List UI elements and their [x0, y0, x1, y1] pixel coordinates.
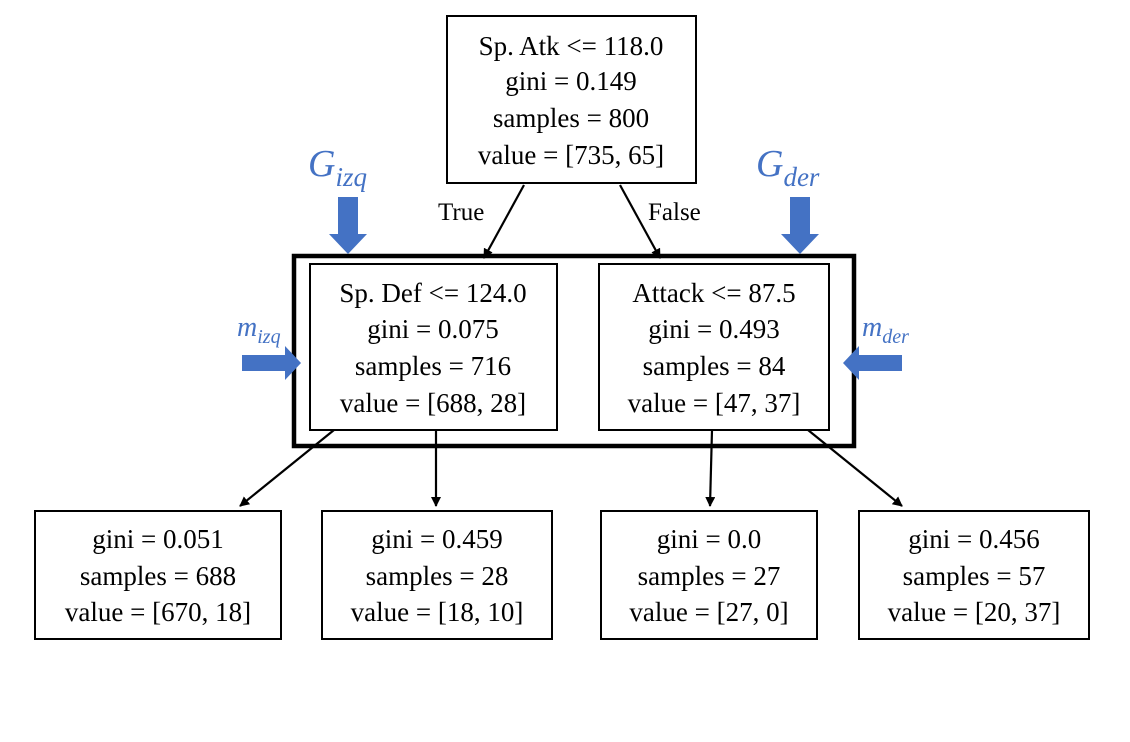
node-right-line-2: gini = 0.493 [648, 314, 779, 344]
node-lr-line-1: gini = 0.459 [371, 524, 502, 554]
node-rl-line-2: samples = 27 [638, 561, 781, 591]
node-left-left: gini = 0.051 samples = 688 value = [670,… [34, 510, 282, 640]
edge-label-true: True [438, 199, 484, 226]
node-left-line-2: gini = 0.075 [367, 314, 498, 344]
edges [239, 184, 903, 507]
node-root-line-1: Sp. Atk <= 118.0 [479, 31, 664, 61]
edge-right-rl [705, 429, 716, 507]
node-left-right: gini = 0.459 samples = 28 value = [18, 1… [321, 510, 553, 640]
annotation-m-der: mder [862, 312, 909, 348]
annotation-g-der: Gder [756, 143, 820, 192]
edge-root-right [619, 184, 661, 259]
node-root-line-4: value = [735, 65] [478, 140, 664, 170]
node-left: Sp. Def <= 124.0 gini = 0.075 samples = … [309, 263, 558, 431]
node-root-line-3: samples = 800 [493, 103, 649, 133]
node-rr-line-2: samples = 57 [903, 561, 1046, 591]
node-root: Sp. Atk <= 118.0 gini = 0.149 samples = … [446, 15, 697, 184]
node-ll-line-2: samples = 688 [80, 561, 236, 591]
node-ll-line-1: gini = 0.051 [92, 524, 223, 554]
node-left-line-3: samples = 716 [355, 351, 511, 381]
node-rl-line-3: value = [27, 0] [629, 597, 788, 627]
arrow-left-icon [843, 346, 902, 380]
node-right-line-1: Attack <= 87.5 [632, 278, 795, 308]
edge-root-left [483, 184, 525, 259]
node-left-line-4: value = [688, 28] [340, 388, 526, 418]
annotation-g-izq: Gizq [308, 143, 367, 192]
edge-left-ll [239, 429, 335, 507]
node-lr-line-2: samples = 28 [366, 561, 509, 591]
arrow-down-left-icon [329, 197, 367, 254]
node-rr-line-3: value = [20, 37] [888, 597, 1061, 627]
node-right: Attack <= 87.5 gini = 0.493 samples = 84… [598, 263, 830, 431]
node-root-line-2: gini = 0.149 [505, 66, 636, 96]
node-rr-line-1: gini = 0.456 [908, 524, 1039, 554]
node-rl-line-1: gini = 0.0 [657, 524, 761, 554]
node-right-line-4: value = [47, 37] [628, 388, 801, 418]
edge-right-rr [807, 429, 903, 507]
edge-label-false: False [648, 199, 701, 226]
node-right-line-3: samples = 84 [643, 351, 786, 381]
arrow-right-icon [242, 346, 301, 380]
node-ll-line-3: value = [670, 18] [65, 597, 251, 627]
arrow-down-right-icon [781, 197, 819, 254]
node-right-left: gini = 0.0 samples = 27 value = [27, 0] [600, 510, 818, 640]
highlight-box [291, 253, 857, 449]
annotation-m-izq: mizq [237, 312, 281, 348]
node-right-right: gini = 0.456 samples = 57 value = [20, 3… [858, 510, 1090, 640]
node-left-line-1: Sp. Def <= 124.0 [339, 278, 526, 308]
node-lr-line-3: value = [18, 10] [351, 597, 524, 627]
